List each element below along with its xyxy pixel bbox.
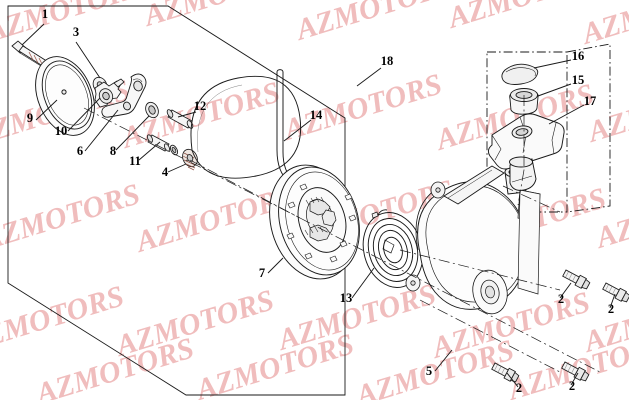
part-starter-handle-grip: [487, 113, 565, 191]
callout-label-starter-handle-grip: 17: [584, 94, 597, 108]
callout-label-recoil-spring: 13: [340, 291, 353, 305]
assembly-callout-box: [7, 5, 346, 396]
part-pawl-lever: [101, 73, 147, 118]
callout-label-flange-bolt: 2: [558, 292, 564, 306]
callout-label-flange-bolt: 2: [569, 379, 575, 393]
part-friction-washer: [145, 101, 159, 119]
callout-label-complete-assembly: 18: [381, 54, 394, 68]
callout-label-washer: 3: [73, 25, 79, 39]
callout-label-flange-bolt: 2: [608, 302, 614, 316]
handle-callout-box: [486, 43, 611, 213]
assembly-centerlines: [83, 95, 601, 373]
part-handle-cap-cover: [501, 63, 539, 85]
part-recoil-reel-pulley: [269, 164, 360, 280]
part-flange-bolts: [491, 269, 629, 383]
callout-label-ratchet-guide: 10: [55, 124, 68, 138]
part-collar-bushing: [146, 134, 179, 156]
callout-label-handle-collar-insert: 15: [572, 73, 585, 87]
callout-label-handle-cap-cover: 16: [572, 49, 585, 63]
part-ratchet-guide: [94, 78, 125, 108]
callout-label-starter-pulley-plate: 9: [27, 111, 33, 125]
callout-leader-lines: [21, 23, 616, 388]
part-sleeve-spacer: [166, 109, 194, 129]
callout-label-pawl-lever: 6: [77, 144, 83, 158]
callout-label-collar-bushing: 11: [129, 154, 141, 168]
callout-label-flange-bolt: 2: [516, 381, 522, 395]
callout-label-starter-rope: 14: [310, 108, 323, 122]
part-starter-pulley-plate: [35, 56, 95, 136]
callout-label-sleeve-spacer: 12: [194, 99, 207, 113]
part-starter-rope: [190, 69, 302, 183]
callout-label-recoil-reel-pulley: 7: [259, 266, 265, 280]
callout-label-recoil-starter-cover: 5: [426, 364, 432, 378]
callout-label-bolt-screw: 1: [42, 7, 48, 21]
callout-label-spring-clip: 4: [162, 165, 169, 179]
callout-label-friction-washer: 8: [110, 144, 116, 158]
